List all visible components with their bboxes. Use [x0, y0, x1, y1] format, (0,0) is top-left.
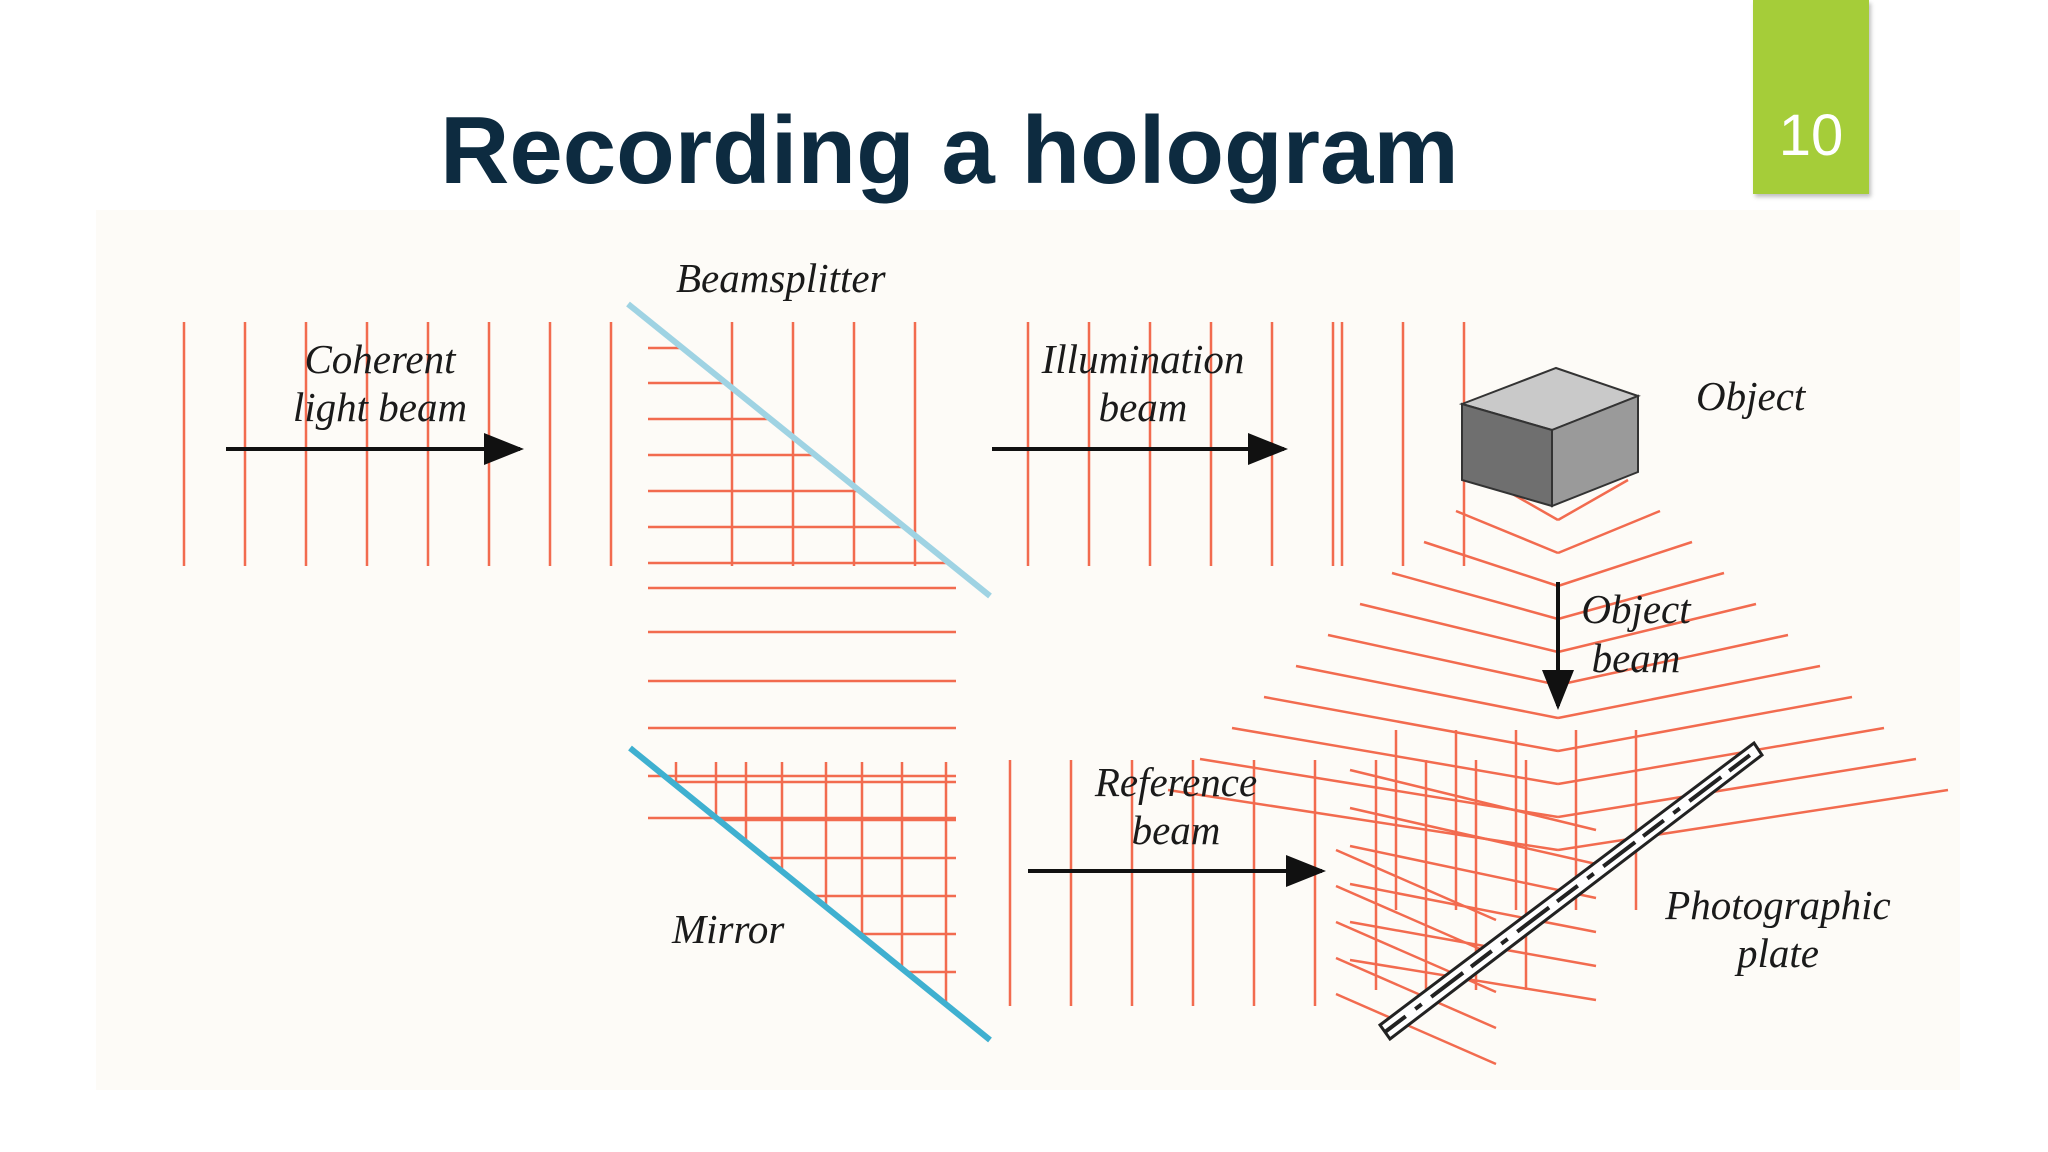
wavefront-line [1391, 571, 1559, 621]
photographic-plate-icon [1377, 740, 1765, 1042]
wavefront-line [1557, 633, 1789, 687]
object-label: Object [1696, 373, 1807, 419]
wavefront-line [1557, 540, 1693, 588]
wavefront-line [1349, 806, 1597, 866]
wavefront-line [1423, 540, 1559, 588]
wavefront-line [1295, 664, 1559, 720]
object-beam-label-line1: Object [1581, 586, 1692, 632]
wavefront-line [1335, 848, 1497, 922]
wavefront-line [1359, 602, 1559, 654]
coherent-beam-label-line2: light beam [293, 384, 467, 430]
diagram-panel: Beamsplitter Coherent light beam Illumin… [96, 210, 1960, 1090]
wavefront-line [1557, 664, 1821, 720]
wavefront-line [1557, 509, 1661, 555]
mirror-line [628, 745, 992, 1043]
reference-beam-label-line1: Reference [1094, 759, 1257, 805]
page-number-badge: 10 [1753, 0, 1869, 194]
wavefront-line [1349, 958, 1597, 1002]
wavefront-line [1335, 956, 1497, 1030]
wavefront-line [1557, 571, 1725, 621]
wavefront-line [1335, 884, 1497, 958]
wavefront-line [1557, 602, 1757, 654]
illumination-beam-label-line2: beam [1099, 384, 1188, 430]
wavefront-line [1327, 633, 1559, 687]
wavefront-line [1455, 509, 1559, 555]
mirror-label: Mirror [671, 906, 785, 952]
wavefront-line [1263, 695, 1559, 753]
wavefront-line [1349, 768, 1597, 832]
object-cube-icon [1458, 366, 1641, 508]
photographic-plate-label-line1: Photographic [1664, 882, 1890, 928]
wavefront-line [1557, 757, 1917, 819]
beamsplitter-label: Beamsplitter [676, 255, 887, 301]
reference-beam-label-line2: beam [1132, 807, 1221, 853]
wavefront-line [1335, 920, 1497, 994]
wavefront-line [1557, 695, 1853, 753]
object-beam-label-line2: beam [1592, 635, 1681, 681]
wavefront-line [1557, 726, 1885, 786]
slide-title: Recording a hologram [440, 97, 1459, 204]
wavefront-line [1335, 992, 1497, 1066]
coherent-beam-label-line1: Coherent [304, 336, 457, 382]
hologram-recording-diagram: Beamsplitter Coherent light beam Illumin… [182, 255, 1949, 1066]
beamsplitter-line [626, 301, 992, 599]
wavefront-line [1349, 882, 1597, 934]
page-number: 10 [1778, 103, 1844, 168]
wavefront-line [1349, 844, 1597, 900]
wavefront-lines [182, 322, 1949, 1066]
illumination-beam-label-line1: Illumination [1041, 336, 1245, 382]
wavefront-line [1349, 920, 1597, 968]
wavefront-line [1557, 788, 1949, 852]
wavefront-line [1557, 478, 1629, 522]
photographic-plate-label-line2: plate [1734, 930, 1819, 976]
